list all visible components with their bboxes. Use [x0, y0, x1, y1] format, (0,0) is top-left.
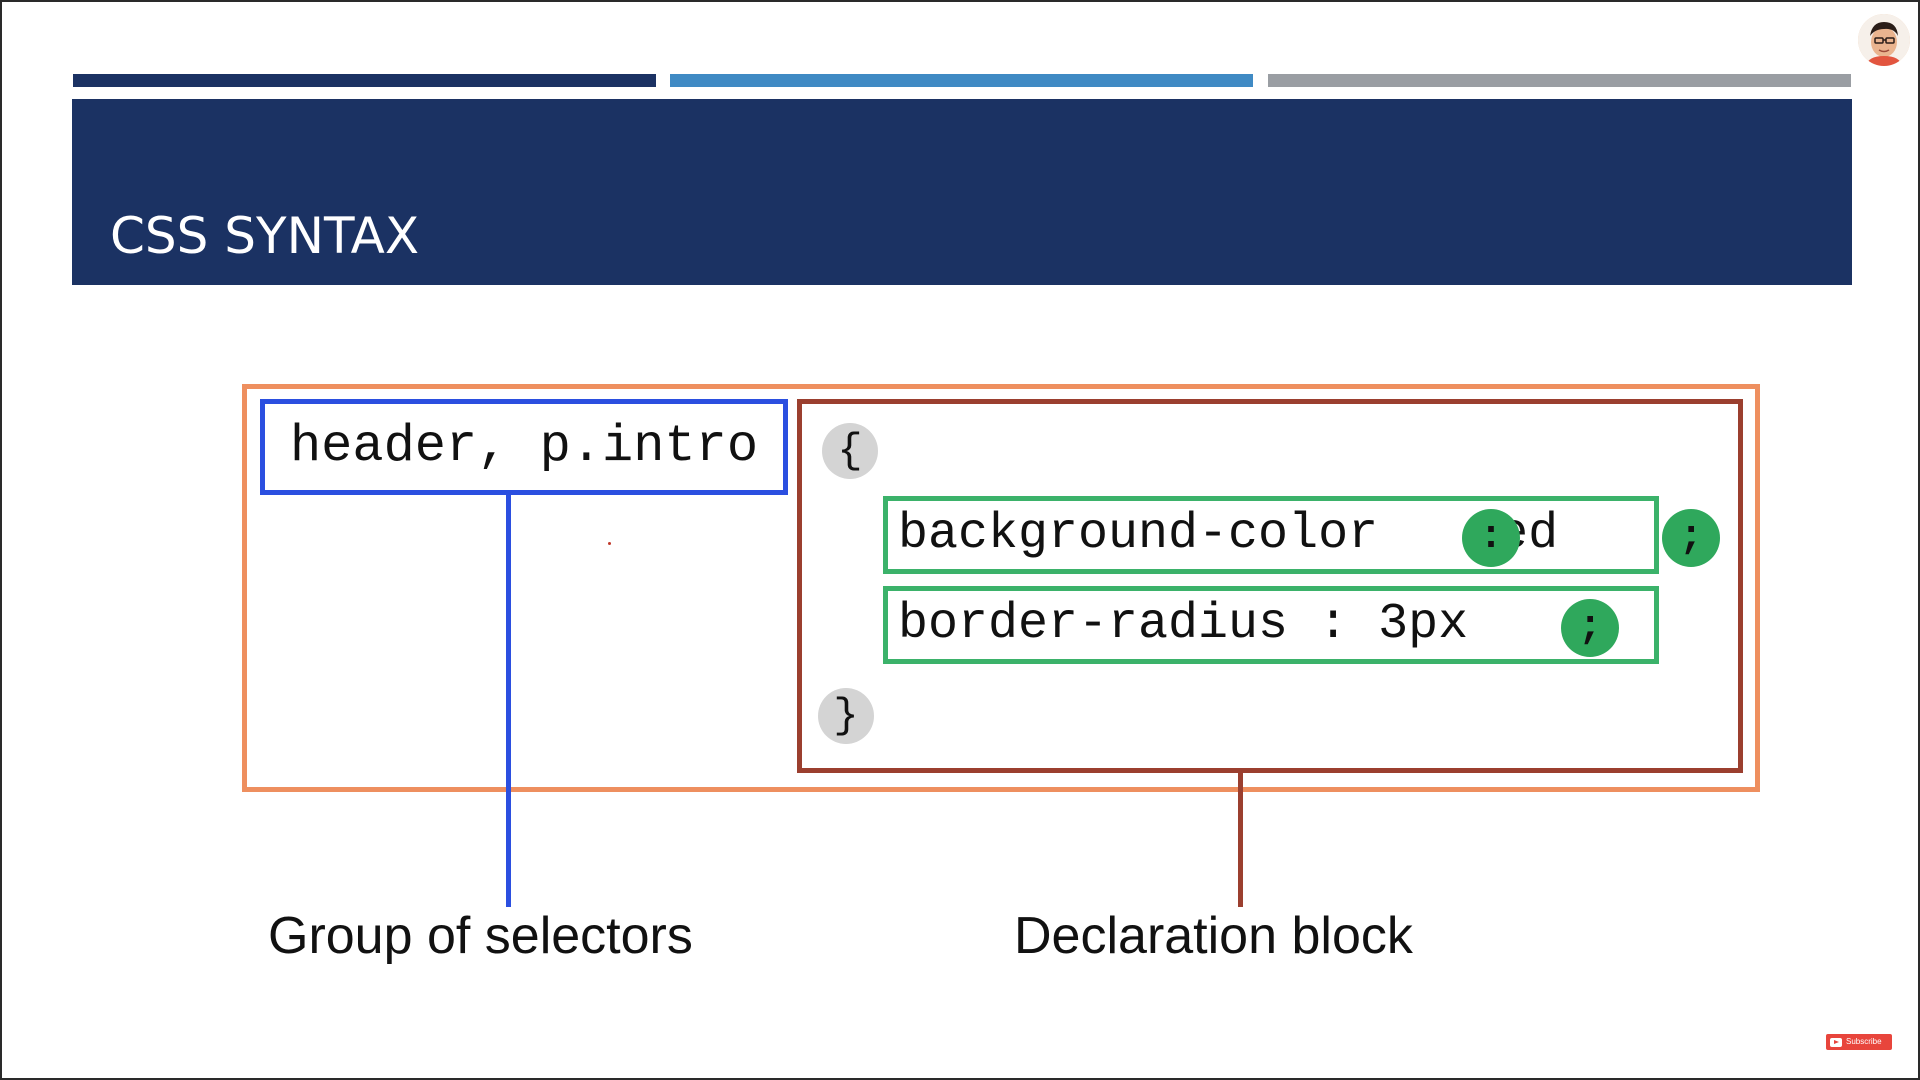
- youtube-subscribe-icon: [1830, 1037, 1842, 1047]
- top-bar-light-blue: [670, 74, 1253, 87]
- selector-group-box: header, p.intro: [260, 399, 788, 495]
- declaration-background-color: background-color red: [883, 496, 1659, 574]
- declaration-border-radius: border-radius : 3px: [883, 586, 1659, 664]
- open-brace-symbol: {: [837, 427, 863, 475]
- css-rule-outline: [242, 384, 1760, 792]
- presenter-avatar-icon: [1858, 14, 1910, 66]
- caption-group-of-selectors: Group of selectors: [268, 907, 693, 965]
- top-bar-gray: [1268, 74, 1851, 87]
- declaration-text: background-color red: [898, 506, 1559, 563]
- colon-symbol: :: [1478, 515, 1503, 560]
- selectors-connector-line: [506, 495, 511, 907]
- semicolon-badge: ;: [1561, 599, 1619, 657]
- declaration-block-connector-line: [1238, 773, 1243, 907]
- declaration-text: border-radius : 3px: [898, 596, 1469, 653]
- open-brace-badge: {: [822, 423, 878, 479]
- semicolon-badge: ;: [1662, 509, 1720, 567]
- subscribe-badge[interactable]: Subscribe: [1826, 1034, 1892, 1050]
- caption-declaration-block: Declaration block: [1014, 907, 1413, 965]
- close-brace-symbol: }: [833, 692, 859, 740]
- slide-title: CSS SYNTAX: [110, 207, 420, 265]
- top-bar-dark-blue: [73, 74, 656, 87]
- selector-group-text: header, p.intro: [289, 417, 759, 476]
- pointer-dot: [608, 542, 611, 545]
- semicolon-symbol: ;: [1577, 605, 1602, 650]
- close-brace-badge: }: [818, 688, 874, 744]
- colon-badge: :: [1462, 509, 1520, 567]
- subscribe-label: Subscribe: [1846, 1037, 1882, 1046]
- title-banner: CSS SYNTAX: [72, 99, 1852, 285]
- avatar-face-graphic: [1858, 14, 1910, 66]
- semicolon-symbol: ;: [1678, 515, 1703, 560]
- declaration-block-box: [797, 399, 1743, 773]
